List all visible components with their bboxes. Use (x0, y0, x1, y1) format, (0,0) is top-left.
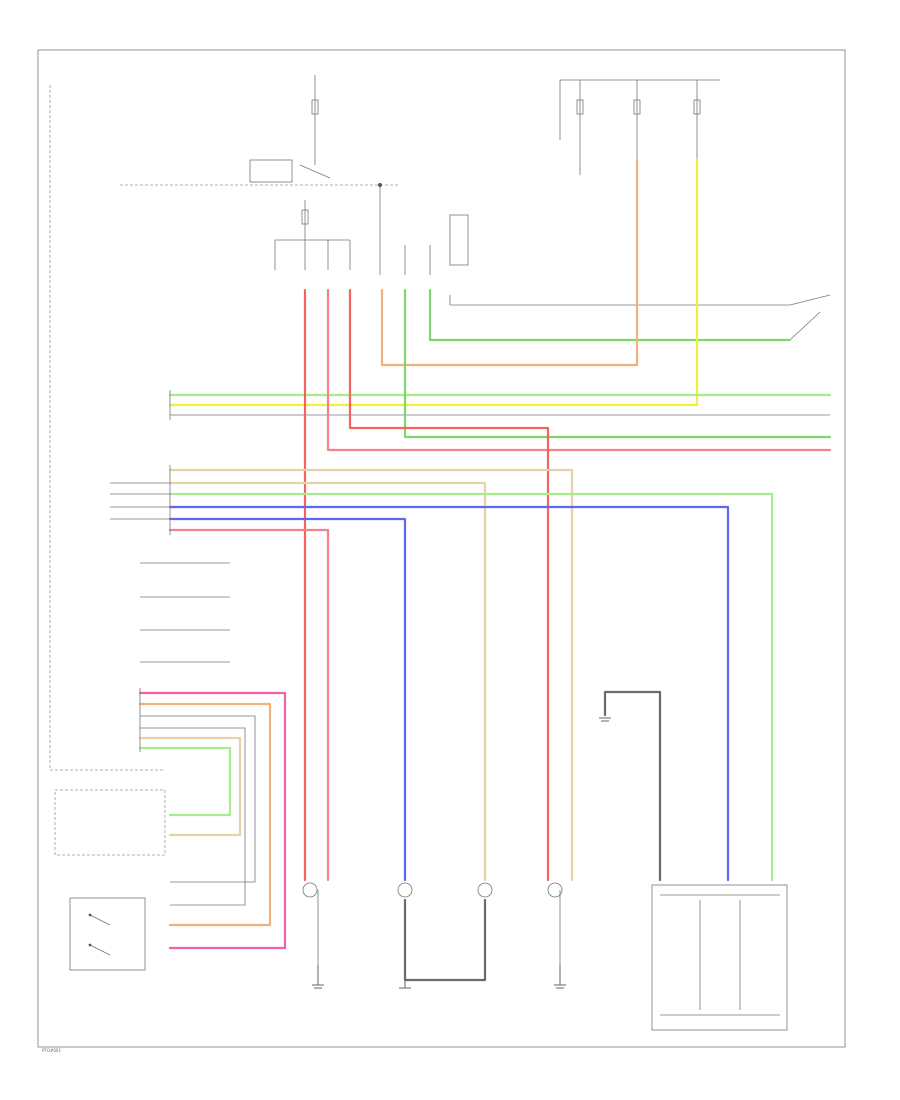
lamp-icon (547, 882, 563, 965)
fuse-icon (274, 200, 351, 270)
lamp-icon (397, 882, 413, 898)
wire-gray-3 (140, 727, 246, 906)
module-box (651, 884, 788, 1031)
lamp-icon (302, 882, 319, 965)
wire-orange-loop (380, 158, 639, 367)
ground-icon (599, 717, 611, 722)
relay-icon (249, 159, 331, 183)
wire-blue-1 (168, 505, 730, 882)
connector-icon (110, 482, 230, 663)
wire-green-mid (403, 288, 832, 439)
wire-green-switch (428, 288, 792, 342)
wire-pink-2 (168, 528, 330, 882)
footer-label: PTO#001 (42, 1048, 61, 1053)
wire-yellow (168, 158, 699, 407)
wire-blue-2 (168, 517, 407, 882)
switch-icon (789, 294, 831, 341)
ground-icon (399, 980, 411, 989)
dimmer-switch-box (54, 789, 166, 856)
headlamp-switch-box (69, 897, 146, 971)
connector-icon (379, 185, 469, 275)
wire-lightgreen (168, 492, 774, 882)
connector-icon (660, 894, 780, 1016)
wire-gray-2 (140, 715, 256, 883)
wire-tan-2 (168, 481, 487, 882)
wire-gray-ground (403, 898, 487, 982)
wire-pink (326, 288, 832, 452)
switch-icon (88, 913, 111, 956)
wire-magenta (138, 691, 287, 950)
diagram-border (37, 49, 846, 1048)
wire-red-right (348, 288, 550, 882)
lamp-icon (477, 882, 493, 898)
fuse-icon (311, 75, 319, 165)
wire-orange-2 (138, 702, 272, 927)
ground-icon (312, 965, 324, 989)
wire-tan-1 (168, 468, 574, 882)
wire-gray-module (603, 690, 662, 882)
wire-green-3 (138, 746, 232, 817)
connector-icon (139, 390, 171, 752)
ground-icon (554, 965, 566, 989)
wire-tan-3 (138, 736, 242, 837)
